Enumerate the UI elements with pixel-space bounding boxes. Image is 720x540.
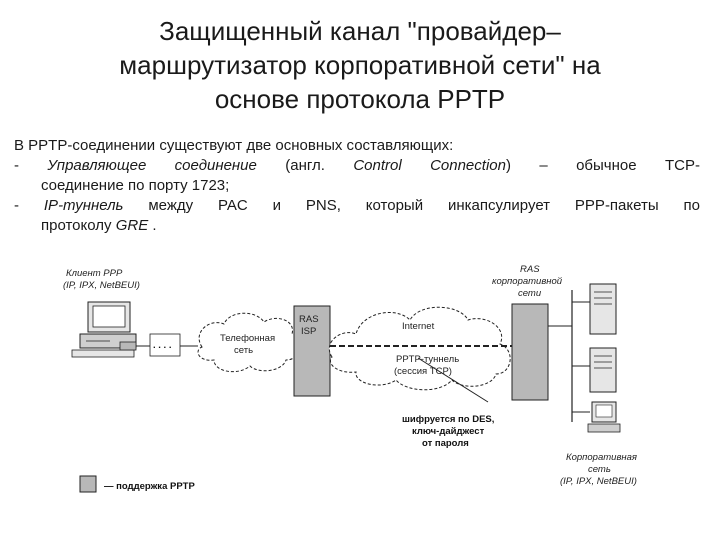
pptp-network-diagram: Клиент PPP (IP, IPX, NetBEUI) . . . . Те… xyxy=(63,264,637,493)
ras-isp-box xyxy=(293,305,331,397)
item1-continuation: соединение по порту 1723; xyxy=(41,177,230,194)
internet-label: Internet xyxy=(402,321,435,332)
term-control-connection: Управляющее соединение xyxy=(47,157,257,174)
workstation-icon xyxy=(587,401,621,433)
dash: - xyxy=(14,157,48,174)
item2-cont-text: протоколу xyxy=(41,217,116,234)
client-computer-icon xyxy=(71,301,137,358)
ras-isp-label-1: RAS xyxy=(299,314,319,325)
body-text: В PPTP-соединении существуют две основны… xyxy=(14,136,700,236)
client-label-1: Клиент PPP xyxy=(66,268,123,279)
title-line-3: основе протокола PPTP xyxy=(214,84,506,114)
ras-isp-label-2: ISP xyxy=(301,326,316,337)
ras-corp-label-3: сети xyxy=(518,288,542,299)
ras-corp-box xyxy=(511,303,549,401)
slide-title: Защищенный канал "провайдер– маршрутизат… xyxy=(40,14,680,116)
tunnel-label-2: (сессия TCP) xyxy=(394,366,452,377)
encrypt-label-1: шифруется по DES, xyxy=(402,414,494,425)
intro-text: В PPTP-соединении существуют две основны… xyxy=(14,137,454,154)
server-tower-icon xyxy=(589,283,617,335)
client-modem-icon xyxy=(119,341,137,351)
corp-label-1: Корпоративная xyxy=(566,452,637,463)
tunnel-label-1: PPTP-туннель xyxy=(396,354,459,365)
legend-label: — поддержка PPTP xyxy=(104,481,195,492)
encrypt-label-2: ключ-дайджест xyxy=(412,426,485,437)
item2-cont-end: . xyxy=(148,217,157,234)
ras-corp-label-2: корпоративной xyxy=(492,276,563,287)
item2-continuation: протоколу GRE . xyxy=(14,216,700,236)
client-label-2: (IP, IPX, NetBEUI) xyxy=(63,280,140,291)
internet-cloud xyxy=(329,306,511,391)
item2-text: между PAC и PNS, который инкапсулирует P… xyxy=(123,197,700,214)
phone-label-2: сеть xyxy=(234,345,253,356)
list-item-control-connection: - Управляющее соединение (англ. Control … xyxy=(14,156,700,176)
term-ip-tunnel: IP-туннель xyxy=(43,197,124,214)
server-tower-icon xyxy=(589,347,617,393)
dash: - xyxy=(14,197,44,214)
ras-corp-label-1: RAS xyxy=(520,264,540,275)
item1-text: (англ. xyxy=(256,157,354,174)
corp-label-2: сеть xyxy=(588,464,611,475)
title-line-2: маршрутизатор корпоративной сети" на xyxy=(119,50,601,80)
encrypt-label-3: от пароля xyxy=(422,438,469,449)
title-line-1: Защищенный канал "провайдер– xyxy=(159,16,561,46)
term-control-connection-en: Control Connection xyxy=(353,157,506,174)
legend-swatch xyxy=(79,475,97,493)
corp-label-3: (IP, IPX, NetBEUI) xyxy=(560,476,637,487)
dots-label: . . . . xyxy=(153,340,171,351)
term-gre: GRE xyxy=(115,217,149,234)
list-item-ip-tunnel: - IP-туннель между PAC и PNS, который ин… xyxy=(14,196,700,216)
phone-label-1: Телефонная xyxy=(220,333,275,344)
dots-box xyxy=(149,333,181,357)
encrypt-pointer-line xyxy=(417,357,489,403)
item1-text2: ) – обычное TCP- xyxy=(505,157,700,174)
